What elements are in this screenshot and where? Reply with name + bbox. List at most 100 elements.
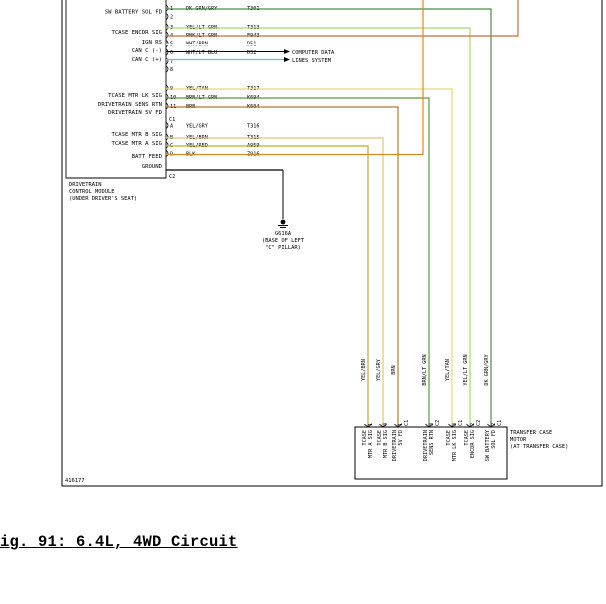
wire-pnk-lt-grn	[166, 0, 519, 37]
svg-text:(UNDER DRIVER'S SEAT): (UNDER DRIVER'S SEAT)	[69, 196, 137, 202]
pin-label: TCASE MTR B SIG	[111, 132, 162, 138]
pin-cavity	[165, 121, 169, 130]
pin-cavity	[379, 423, 387, 427]
wire-yel-tan	[166, 88, 453, 427]
svg-text:MOTOR: MOTOR	[510, 437, 527, 443]
wire-brn	[166, 106, 399, 427]
pin-number: 6	[170, 50, 173, 56]
connector-id: C2	[169, 174, 175, 180]
computer-data-lines: COMPUTER DATA LINES SYSTEM	[284, 49, 335, 64]
pin-number: 3	[452, 423, 458, 426]
wire-color-label: WHT/LT BLU	[186, 50, 217, 56]
wire-wht-brn	[166, 43, 285, 52]
pin-function-label: TCASE	[446, 430, 452, 446]
svg-text:COMPUTER DATA: COMPUTER DATA	[292, 50, 335, 56]
pin-label: GROUND	[142, 164, 163, 170]
pin-cavity	[165, 84, 169, 92]
pin-number: 2	[170, 15, 173, 21]
pin-cavity	[165, 57, 169, 65]
wire-yel-gry	[166, 137, 384, 427]
motor-connector-box	[354, 426, 508, 480]
wire-color-label: BRN/LT GRN	[422, 354, 428, 385]
pin-function-label: TCASE	[377, 430, 383, 446]
svg-text:G616A: G616A	[275, 231, 292, 237]
wire-yel-lt-grn	[166, 27, 471, 427]
pin-label: CAN C (+)	[132, 57, 162, 63]
pin-number: 3	[429, 423, 435, 426]
wire-color-label: DK GRN/GRY	[484, 354, 490, 386]
connector-id: C1	[169, 117, 175, 123]
pin-label: DRIVETRAIN SENS RTN	[98, 102, 162, 108]
pin-cavity	[165, 133, 169, 141]
pin-label: TCASE MTR LK SIG	[108, 93, 163, 99]
pin-label: CAN C (-)	[132, 48, 162, 54]
pin-cavity	[394, 423, 402, 427]
pin-label: TCASE MTR A SIG	[111, 141, 162, 147]
pin-number: A	[170, 124, 174, 130]
pin-function-label: DRIVETRAIN	[423, 430, 429, 461]
pin-cavity	[364, 423, 372, 427]
svg-text:CONTROL MODULE: CONTROL MODULE	[69, 189, 114, 195]
pin-function-label: MTR LK SIG	[452, 430, 458, 461]
connector-id: C2	[435, 420, 441, 426]
wire-yel-red	[166, 0, 424, 156]
pin-cavity	[466, 423, 474, 427]
pin-label: IGN RS	[142, 40, 162, 46]
pin-cavity	[165, 141, 169, 149]
svg-text:DRIVETRAIN: DRIVETRAIN	[69, 182, 101, 188]
wire-color-label: YEL/BRN	[361, 359, 367, 381]
wire-yel-brn	[166, 145, 369, 427]
wire-color-label: YEL/GRY	[376, 358, 382, 381]
module-pin-labels: SW BATTERY SOL FD TCASE ENCDR SIG IGN RS…	[98, 10, 163, 171]
svg-text:(AT TRANSFER CASE): (AT TRANSFER CASE)	[510, 444, 568, 450]
pin-number: 2	[470, 423, 476, 426]
module-body	[65, 0, 167, 179]
figure-caption: ig. 91: 6.4L, 4WD Circuit	[0, 533, 238, 551]
pin-cavity	[165, 93, 169, 101]
connector-id: C1	[404, 420, 410, 426]
pin-cavity	[425, 423, 433, 427]
pin-number: 2	[491, 423, 497, 426]
circuit-label: D52	[247, 50, 256, 56]
pin-number: 8	[170, 67, 173, 73]
pin-label: BATT FEED	[132, 154, 163, 160]
pin-cavity	[448, 423, 456, 427]
pin-cavity	[165, 39, 169, 48]
figure-id: 416177	[65, 478, 84, 484]
pin-number: 1	[398, 423, 404, 426]
pin-cavity	[165, 4, 169, 12]
module-name: DRIVETRAIN CONTROL MODULE (UNDER DRIVER'…	[69, 182, 137, 202]
svg-text:LINES SYSTEM: LINES SYSTEM	[292, 58, 332, 64]
pin-function-label: MTR B SIG	[383, 430, 389, 458]
wire-harness	[166, 0, 519, 427]
svg-text:TRANSFER CASE: TRANSFER CASE	[510, 430, 552, 436]
connector-id: C1	[458, 420, 464, 426]
svg-text:"C" PILLAR): "C" PILLAR)	[265, 245, 301, 251]
pin-number: 1	[368, 423, 374, 426]
pin-label: DRIVETRAIN 5V FD	[108, 110, 163, 116]
pin-cavity	[165, 149, 169, 158]
connector-id: C1	[497, 420, 503, 426]
pin-cavity	[165, 12, 169, 21]
pin-function-label: TCASE	[464, 430, 470, 446]
pin-function-label: MTR A SIG	[368, 430, 374, 458]
pin-cavity	[165, 65, 169, 73]
pin-function-label: ENCDR SIG	[470, 430, 476, 458]
pin-cavity	[165, 31, 169, 39]
pin-cavity	[165, 23, 169, 31]
pin-label: TCASE ENCDR SIG	[111, 30, 162, 36]
wire-brn-lt-grn	[166, 97, 430, 427]
wire-color-label: BRN	[391, 365, 397, 374]
svg-text:(BASE OF LEFT: (BASE OF LEFT	[262, 238, 305, 244]
wire-color-label: YEL/LT GRN	[463, 354, 469, 385]
pin-label: SW BATTERY SOL FD	[105, 10, 163, 16]
pin-function-label: SENS RTN	[429, 430, 435, 455]
circuit-label: T316	[247, 124, 260, 130]
pin-cavity	[165, 102, 169, 110]
pin-number: 7	[170, 59, 173, 65]
pin-function-label: SOL FD	[491, 430, 497, 449]
wire-dk-grn-gry	[166, 8, 492, 427]
